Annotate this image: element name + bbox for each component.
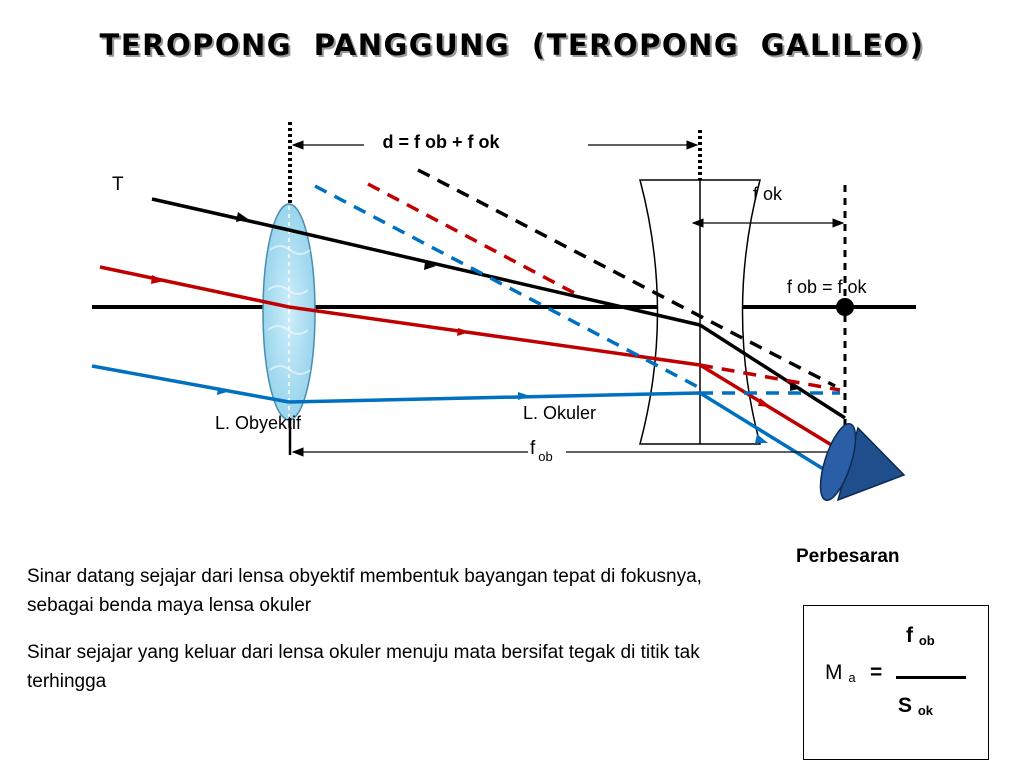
ray-black [151,197,846,420]
object-label-t: T [112,174,124,195]
blue-dashed-extension [314,184,701,390]
distance-d-label: d = f ob + f ok [382,132,500,152]
explanation-paragraph-2: Sinar sejajar yang keluar dari lensa oku… [27,642,700,692]
black-dashed-arrowhead [790,383,802,391]
f-ob-main: f [530,438,536,459]
magnification-formula-box: M a = f ob S ok [803,605,989,760]
magnification-label: Perbesaran [796,546,900,567]
focus-label: f ob = f ok [787,277,868,297]
formula-numerator-symbol: f [906,624,913,647]
formula-lhs-symbol: M [825,661,843,684]
formula-denominator-symbol: S [898,694,913,717]
formula-equals: = [870,661,883,684]
black-dashed-extension [417,168,836,388]
slide-title: TEROPONG PANGGUNG (TEROPONG GALILEO) [99,28,925,62]
formula-denominator-subscript: ok [917,703,934,718]
f-ob-sub: ob [538,449,552,464]
red-dashed-extension [367,182,581,298]
ray-red [99,265,844,454]
focal-point [836,298,854,316]
ocular-lens [639,179,761,445]
eye-icon [819,422,906,502]
formula-lhs-subscript: a [848,670,856,685]
ocular-lens-label: L. Okuler [523,403,596,423]
ray-blue [91,364,839,480]
objective-lens-label: L. Obyektif [215,413,302,433]
red-dashed-continuation [699,363,841,392]
formula-fraction-bar [896,676,966,679]
explanation-paragraph-1: Sinar datang sejajar dari lensa obyektif… [27,566,702,616]
formula-numerator-subscript: ob [918,633,935,648]
formula-lhs: M a [825,661,856,685]
formula-denominator: S ok [898,694,933,718]
formula-numerator: f ob [906,624,935,648]
f-ok-label: f ok [753,184,783,204]
